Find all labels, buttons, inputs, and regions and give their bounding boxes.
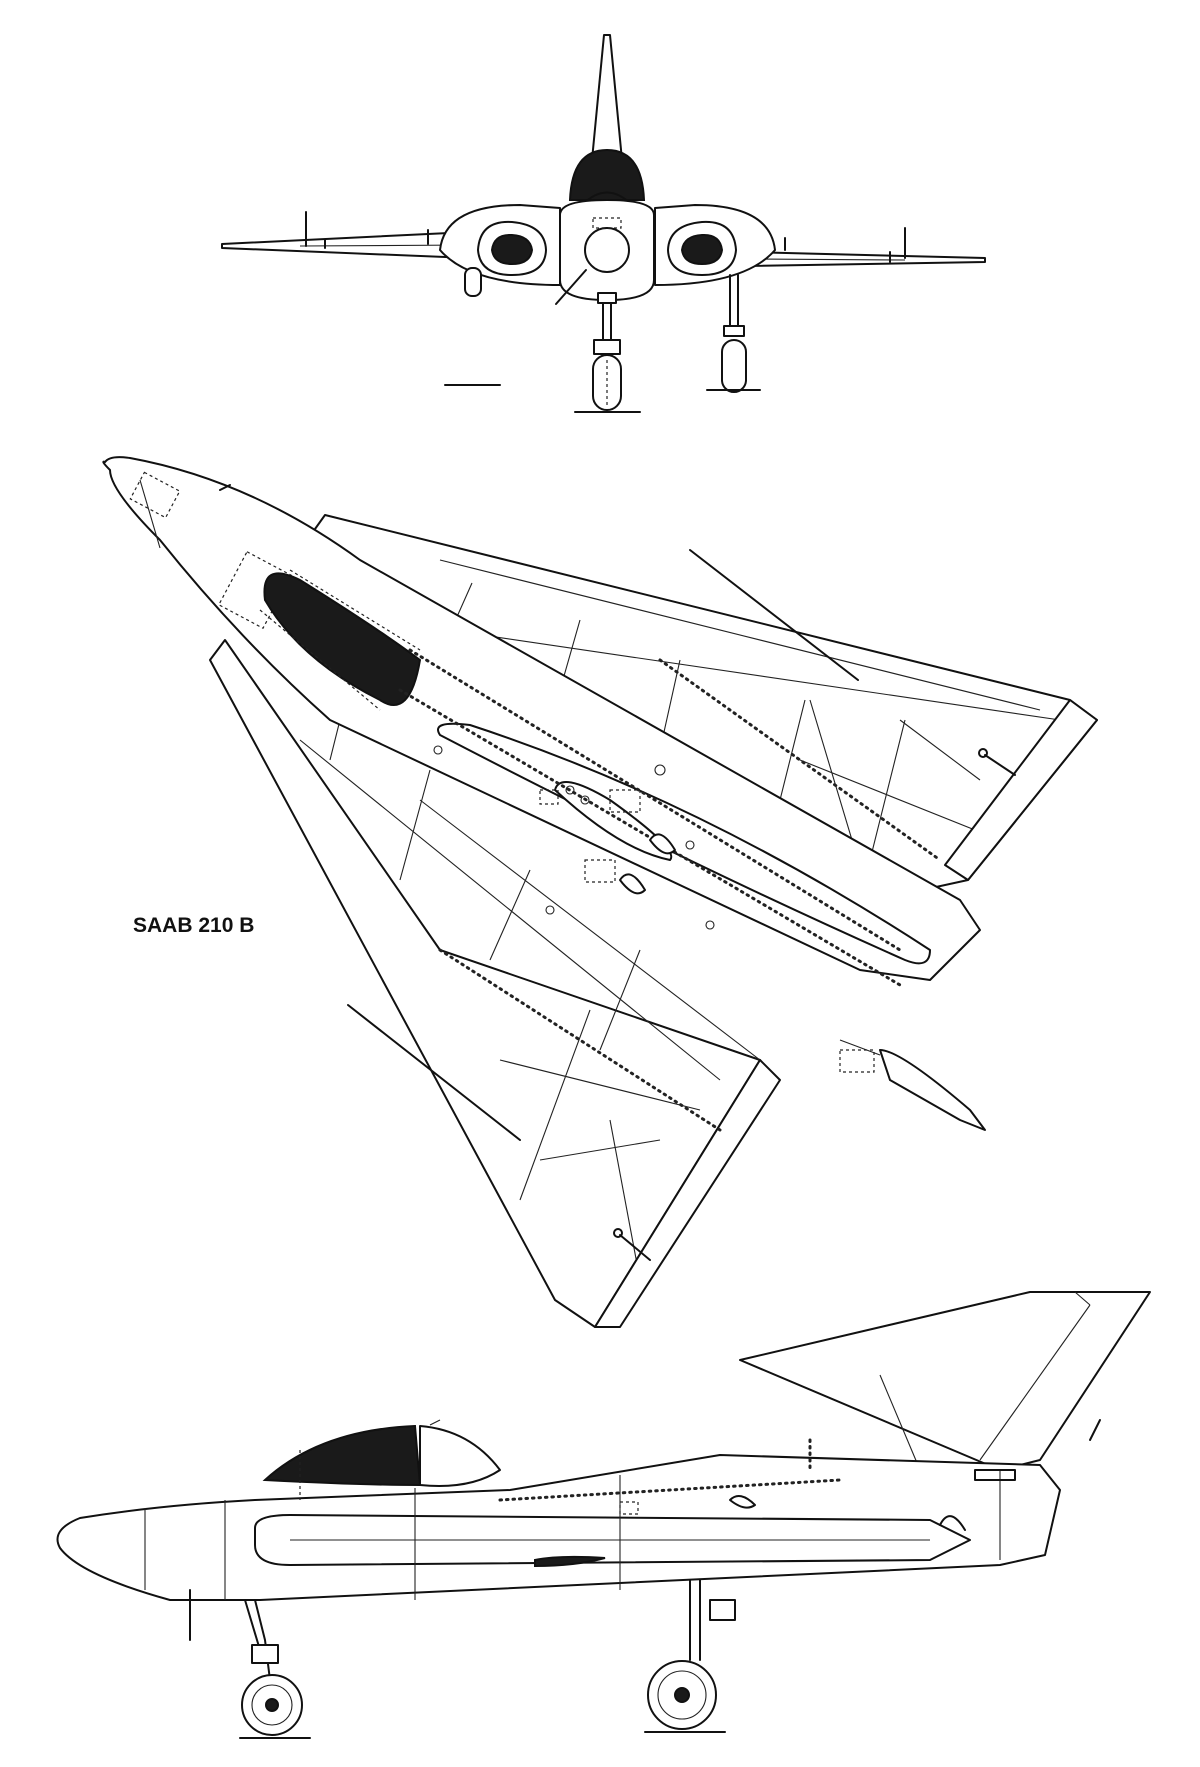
side-view: [56, 1291, 1151, 1739]
figure-caption: SAAB 210 B: [133, 914, 254, 937]
front-view: [221, 34, 986, 413]
plan-view: [102, 456, 1098, 1328]
